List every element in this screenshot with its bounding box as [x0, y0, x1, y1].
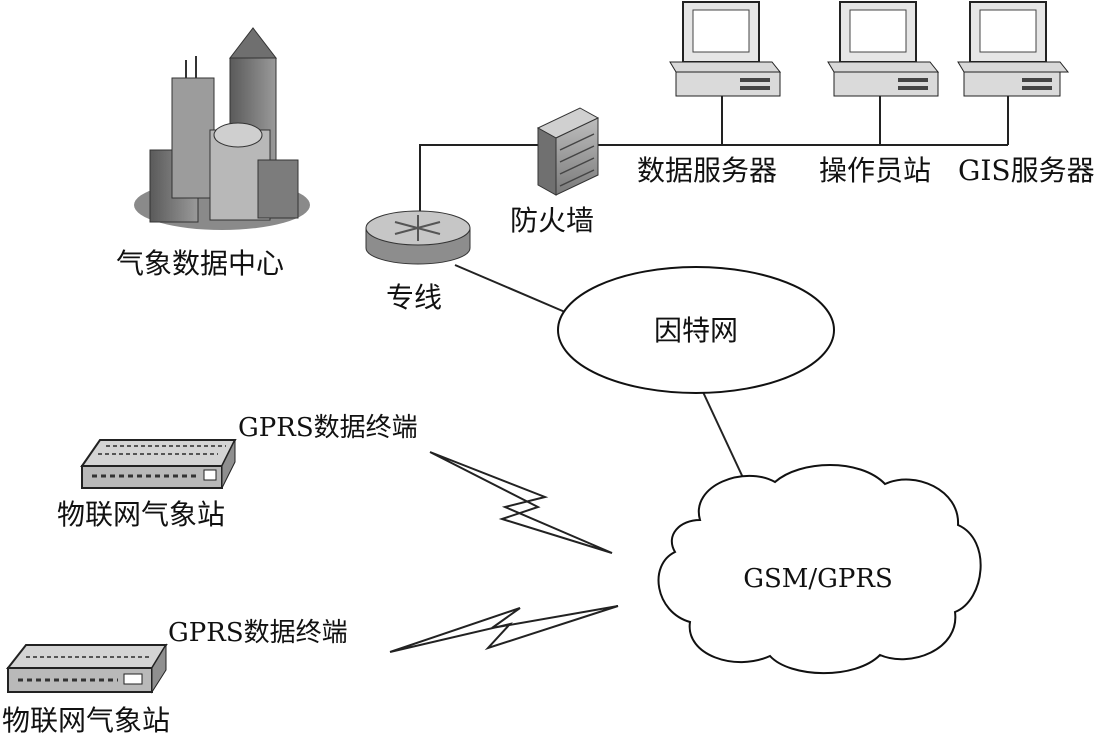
firewall-icon — [536, 107, 600, 196]
gis-server-computer-icon — [957, 1, 1070, 97]
line-router-to-internet — [454, 264, 566, 313]
wireless-link-2 — [389, 605, 619, 653]
data-server-computer-icon — [669, 1, 782, 97]
data-server-label: 数据服务器 — [637, 154, 777, 187]
internet-label: 因特网 — [654, 314, 738, 347]
gsm-gprs-label: GSM/GPRS — [743, 564, 893, 594]
connection-lines — [419, 92, 1009, 483]
station-2-label: 物联网气象站 — [2, 704, 170, 736]
dedicated-line-label: 专线 — [386, 281, 442, 314]
operator-station-label: 操作员站 — [819, 154, 931, 187]
gis-server-label: GIS服务器 — [958, 154, 1095, 187]
weather-center-label: 气象数据中心 — [116, 247, 284, 280]
router-icon — [365, 210, 471, 265]
line-internet-to-gsm — [702, 391, 746, 483]
weather-station-2-icon — [5, 643, 168, 694]
line-router-to-bus — [419, 144, 1008, 218]
wireless-link-1 — [429, 451, 613, 554]
terminal-1-label: GPRS数据终端 — [238, 413, 418, 443]
weather-station-1-icon — [80, 439, 237, 489]
terminal-2-label: GPRS数据终端 — [168, 618, 348, 648]
operator-station-computer-icon — [827, 1, 940, 97]
firewall-label: 防火墙 — [510, 204, 594, 237]
gsm-gprs-cloud — [657, 464, 982, 675]
weather-center-icon — [134, 27, 310, 230]
station-1-label: 物联网气象站 — [57, 498, 225, 531]
internet-ellipse — [557, 266, 835, 394]
